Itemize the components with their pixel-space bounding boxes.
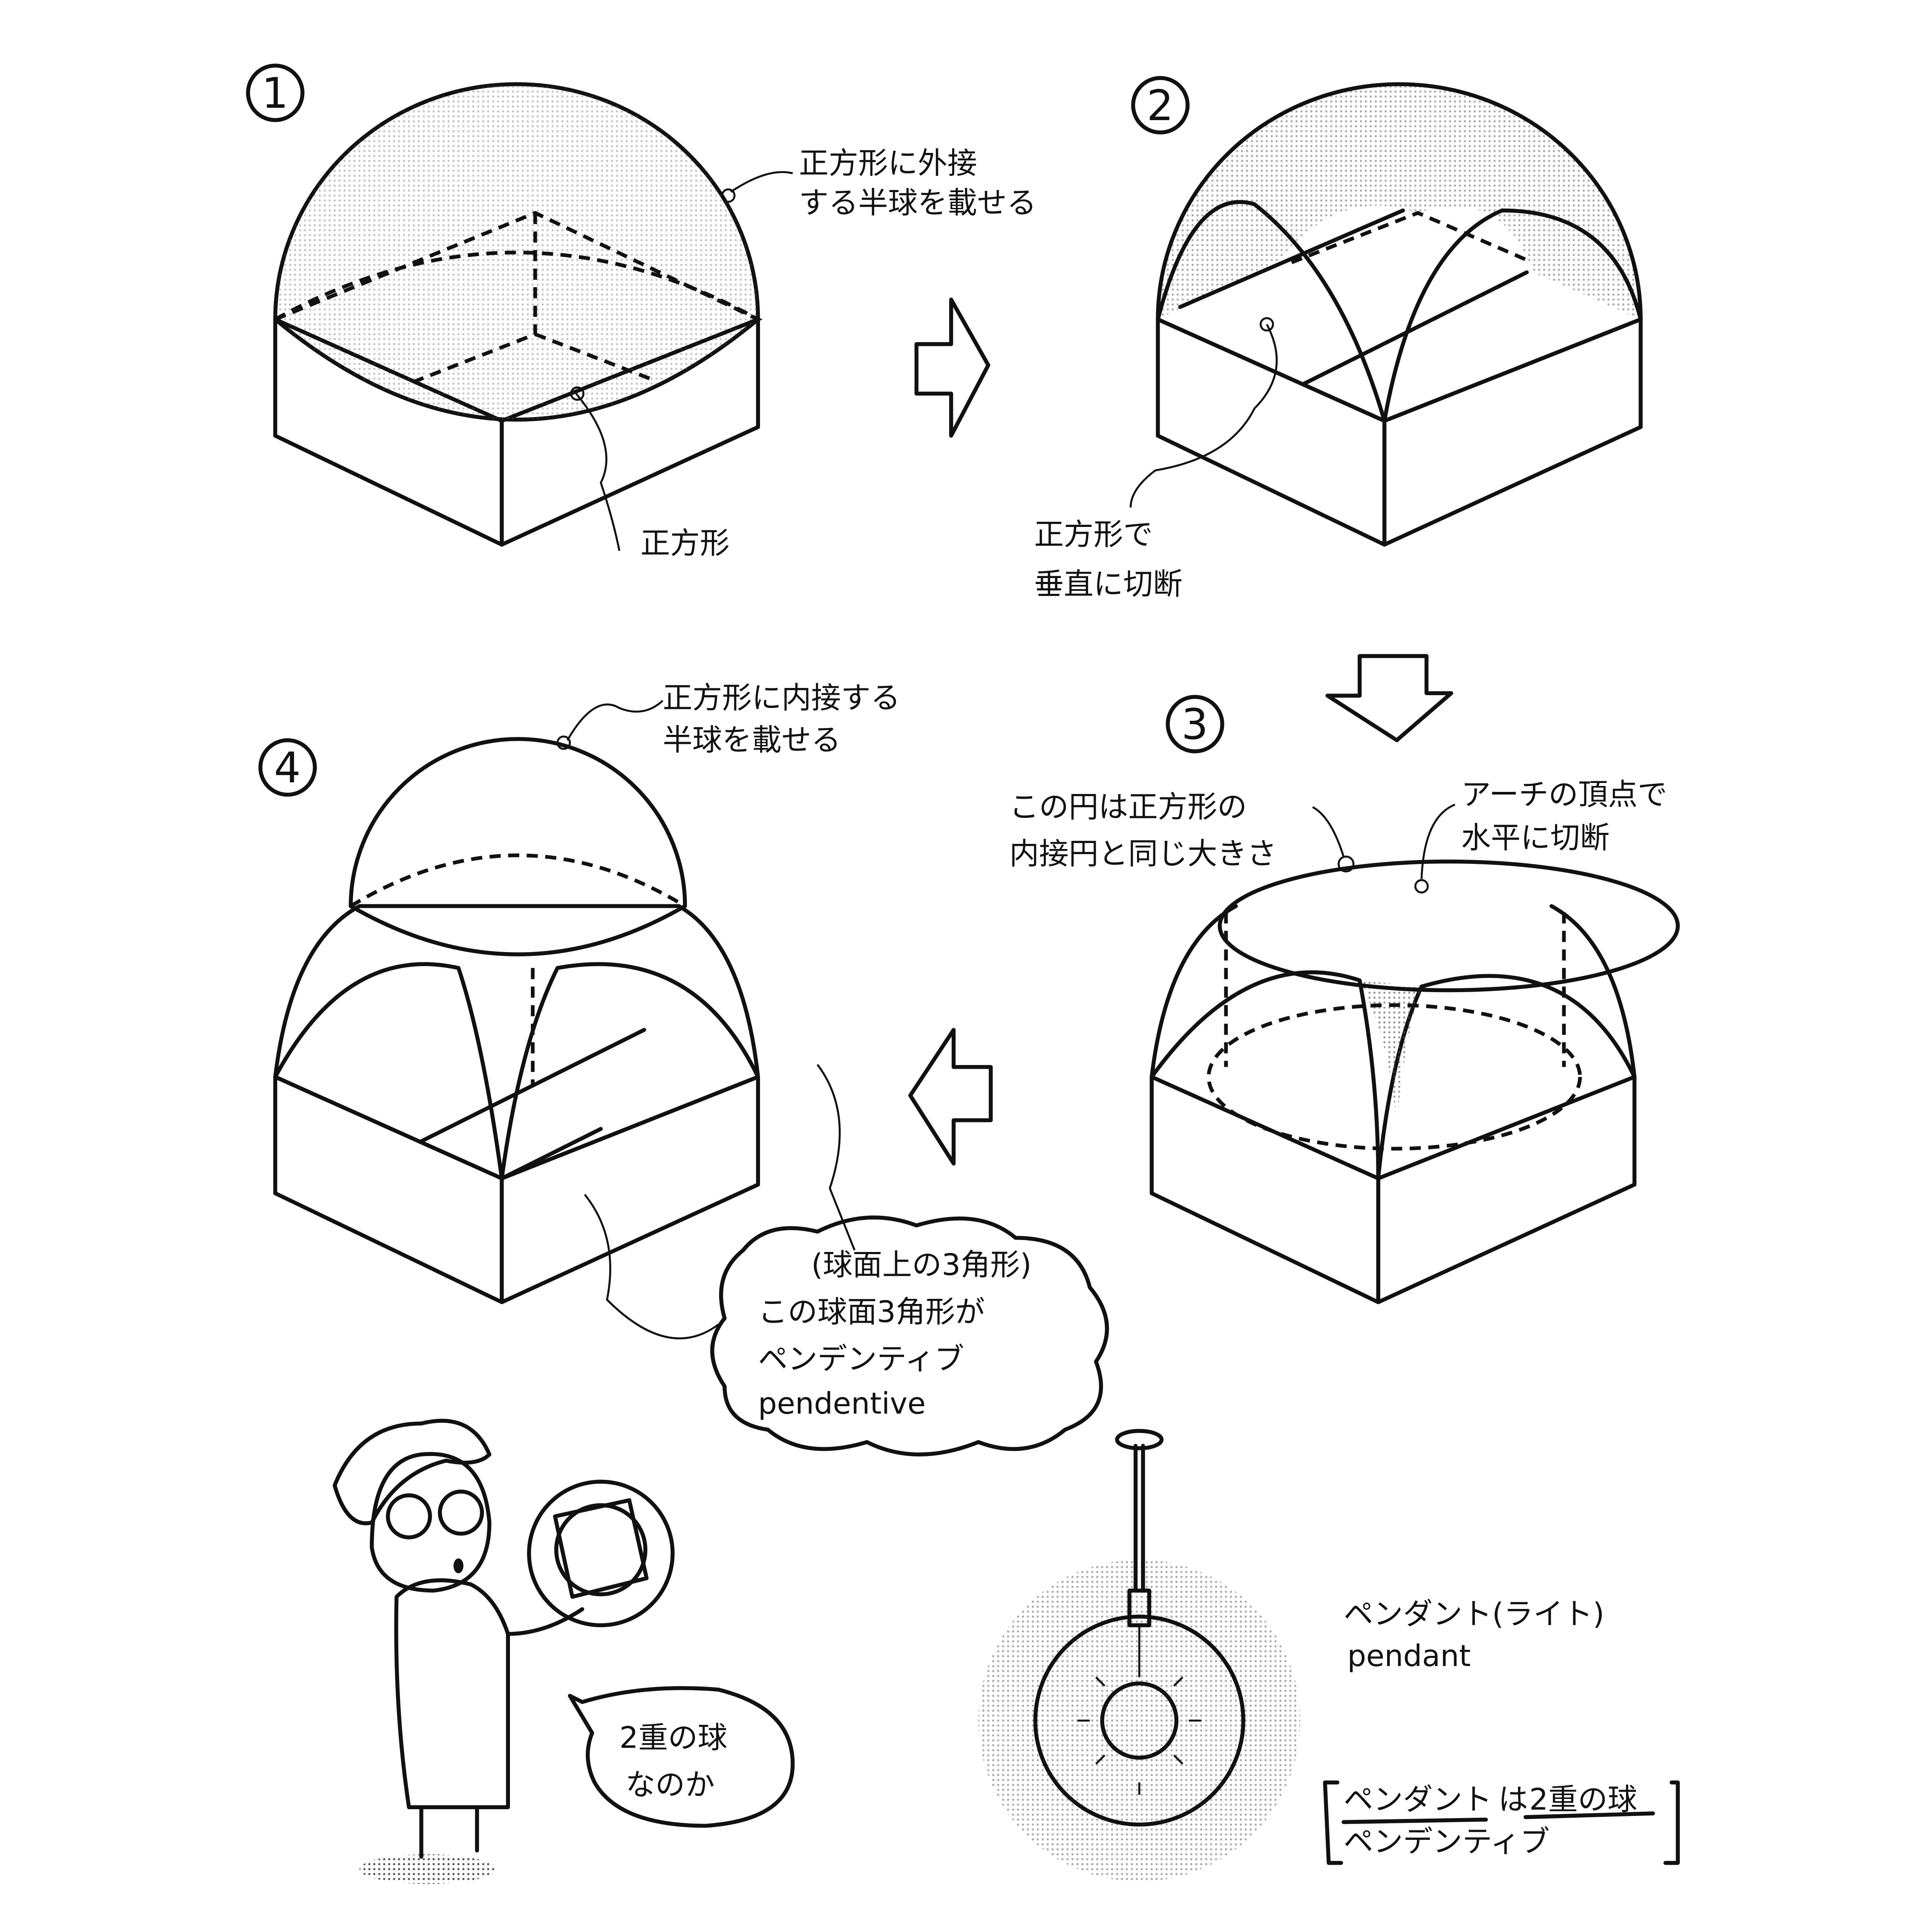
- cut-disk: [1218, 859, 1680, 993]
- note-text: 半球を載せる: [663, 723, 841, 757]
- pendentive-cloud-bubble: [710, 1215, 1109, 1456]
- bubble-text: (球面上の3角形): [811, 1248, 1031, 1282]
- left-arch-face: [1156, 200, 1387, 423]
- note-text: 正方形に外接: [799, 146, 977, 181]
- arrow-right-icon: [914, 297, 990, 438]
- panel-4-inscribed-hemisphere: [273, 904, 760, 1304]
- box-left-face: [1156, 317, 1387, 547]
- step-number: 4: [274, 743, 301, 792]
- step-1-marker: 1: [246, 63, 305, 122]
- arrow-down-icon: [1325, 654, 1454, 742]
- face: [370, 1452, 492, 1593]
- box-right-face: [1376, 1075, 1637, 1304]
- step-number: 1: [262, 69, 288, 118]
- step-4-marker: 4: [258, 738, 317, 797]
- box-right-face: [1382, 317, 1643, 547]
- bubble-text: ペンデンティブ: [758, 1342, 964, 1376]
- bubble-text: 2重の球: [619, 1721, 728, 1755]
- label-text: 正方形: [640, 526, 729, 561]
- summary-double-sphere: 2重の球: [1529, 1782, 1638, 1817]
- note-text: 内接円と同じ大きさ: [1009, 837, 1276, 871]
- summary-pendant: ペンダント: [1344, 1782, 1492, 1817]
- pendant-label: pendant: [1347, 1639, 1471, 1673]
- note-text: 正方形に内接する: [663, 681, 901, 715]
- panel-2-vertical-cut: [1129, 82, 1643, 547]
- bubble-text: この球面3角形が: [758, 1295, 985, 1329]
- right-arch-face: [1382, 208, 1643, 423]
- step-2-marker: 2: [1131, 76, 1190, 135]
- glasses-left: [386, 1493, 432, 1540]
- pendentives: [273, 904, 760, 1180]
- step-3-marker: 3: [1166, 695, 1224, 754]
- pendant-lamp-illustration: [978, 1429, 1301, 1882]
- character-illustration: [332, 1419, 675, 1884]
- note-text: アーチの頂点で: [1461, 777, 1667, 812]
- note-text: この円は正方形の: [1009, 790, 1247, 824]
- step-number: 2: [1147, 81, 1174, 130]
- note-text: 垂直に切断: [1034, 567, 1183, 601]
- note-text: する半球を載せる: [799, 186, 1037, 220]
- hair: [332, 1419, 492, 1525]
- bubble-text: なのか: [625, 1767, 714, 1802]
- double-sphere: [527, 1479, 675, 1627]
- toga: [394, 1578, 510, 1810]
- note-text: 正方形で: [1034, 518, 1153, 552]
- panel-3-horizontal-cut: [1149, 859, 1680, 1304]
- panel-1-circumscribed-hemisphere: 正方形に外接 する半球を載せる 正方形: [271, 82, 1037, 561]
- hemisphere-dots: [275, 84, 758, 420]
- summary-text: ペンデンティブ: [1344, 1825, 1550, 1859]
- note-text: 水平に切断: [1461, 820, 1610, 855]
- inscribed-hemisphere: [348, 737, 687, 956]
- summary-box: ペンダント は 2重の球 ペンデンティブ: [1323, 1780, 1680, 1865]
- summary-text: は: [1498, 1782, 1528, 1817]
- box-right-face: [500, 1075, 760, 1304]
- bubble-text: pendentive: [758, 1386, 926, 1421]
- speech-bubble: [568, 1686, 795, 1828]
- box-left-face: [1149, 1075, 1380, 1304]
- step-number: 3: [1181, 700, 1208, 749]
- arrow-left-icon: [908, 1027, 993, 1166]
- box-left-face: [273, 1075, 504, 1304]
- glasses-right: [438, 1489, 484, 1536]
- pendant-label: ペンダント(ライト): [1344, 1597, 1604, 1631]
